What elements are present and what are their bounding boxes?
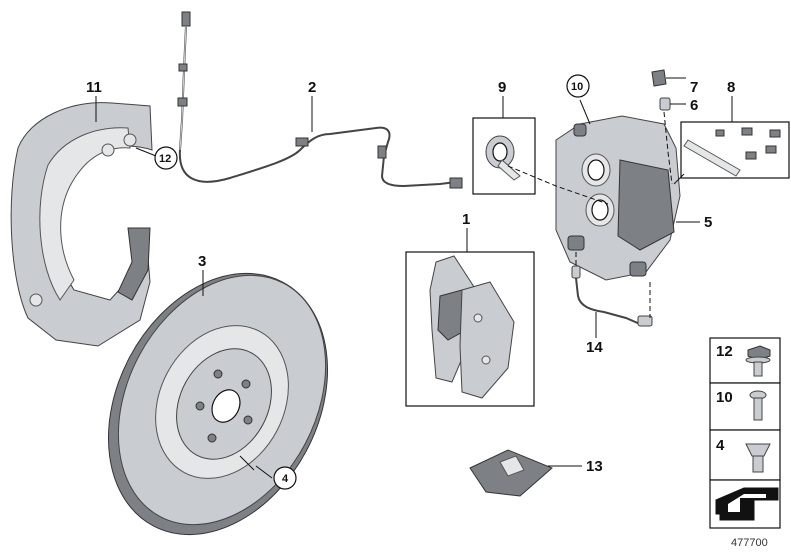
callout-14: 14 bbox=[586, 339, 603, 356]
countersunk-screw-icon bbox=[745, 443, 771, 473]
legend-12: 12 bbox=[716, 343, 733, 360]
brake-disc-part bbox=[107, 272, 329, 536]
direction-arrow-icon bbox=[715, 487, 779, 521]
assembly-line-kit bbox=[507, 165, 609, 205]
callout-3: 3 bbox=[198, 253, 206, 270]
brake-shield-part bbox=[10, 102, 153, 347]
callout-4: 4 bbox=[282, 473, 289, 485]
wear-sensor-part bbox=[177, 11, 463, 189]
callout-1: 1 bbox=[462, 211, 470, 228]
callout-10: 10 bbox=[571, 81, 583, 93]
guide-bolt-icon bbox=[749, 390, 767, 421]
repair-kit-part bbox=[485, 135, 521, 181]
diagram-number: 477700 bbox=[731, 537, 768, 549]
callout-9: 9 bbox=[498, 79, 506, 96]
brake-caliper-part bbox=[555, 115, 681, 281]
callout-12-ring bbox=[154, 146, 178, 170]
callout-10-ring bbox=[566, 74, 590, 98]
callout-6: 6 bbox=[690, 97, 698, 114]
brake-hose-part bbox=[571, 265, 653, 327]
callout-5: 5 bbox=[704, 214, 712, 231]
legend-4: 4 bbox=[716, 437, 725, 454]
fastener-legend: 12 10 4 bbox=[709, 337, 781, 529]
flange-bolt-icon bbox=[745, 345, 771, 377]
callout-2: 2 bbox=[308, 79, 316, 96]
callout-13: 13 bbox=[586, 458, 603, 475]
legend-10: 10 bbox=[716, 389, 733, 406]
callout-11: 11 bbox=[86, 79, 102, 96]
callout-8: 8 bbox=[727, 79, 735, 96]
pad-fastening-kit-part bbox=[683, 127, 781, 177]
callout-12: 12 bbox=[159, 153, 171, 165]
bleeder-screw-part bbox=[651, 69, 686, 111]
callout-4-ring bbox=[273, 466, 297, 490]
callout-7: 7 bbox=[690, 79, 698, 96]
assembly-line-bleeder bbox=[663, 111, 673, 185]
brake-pads-part bbox=[429, 255, 515, 399]
grease-packet-part bbox=[469, 449, 553, 497]
